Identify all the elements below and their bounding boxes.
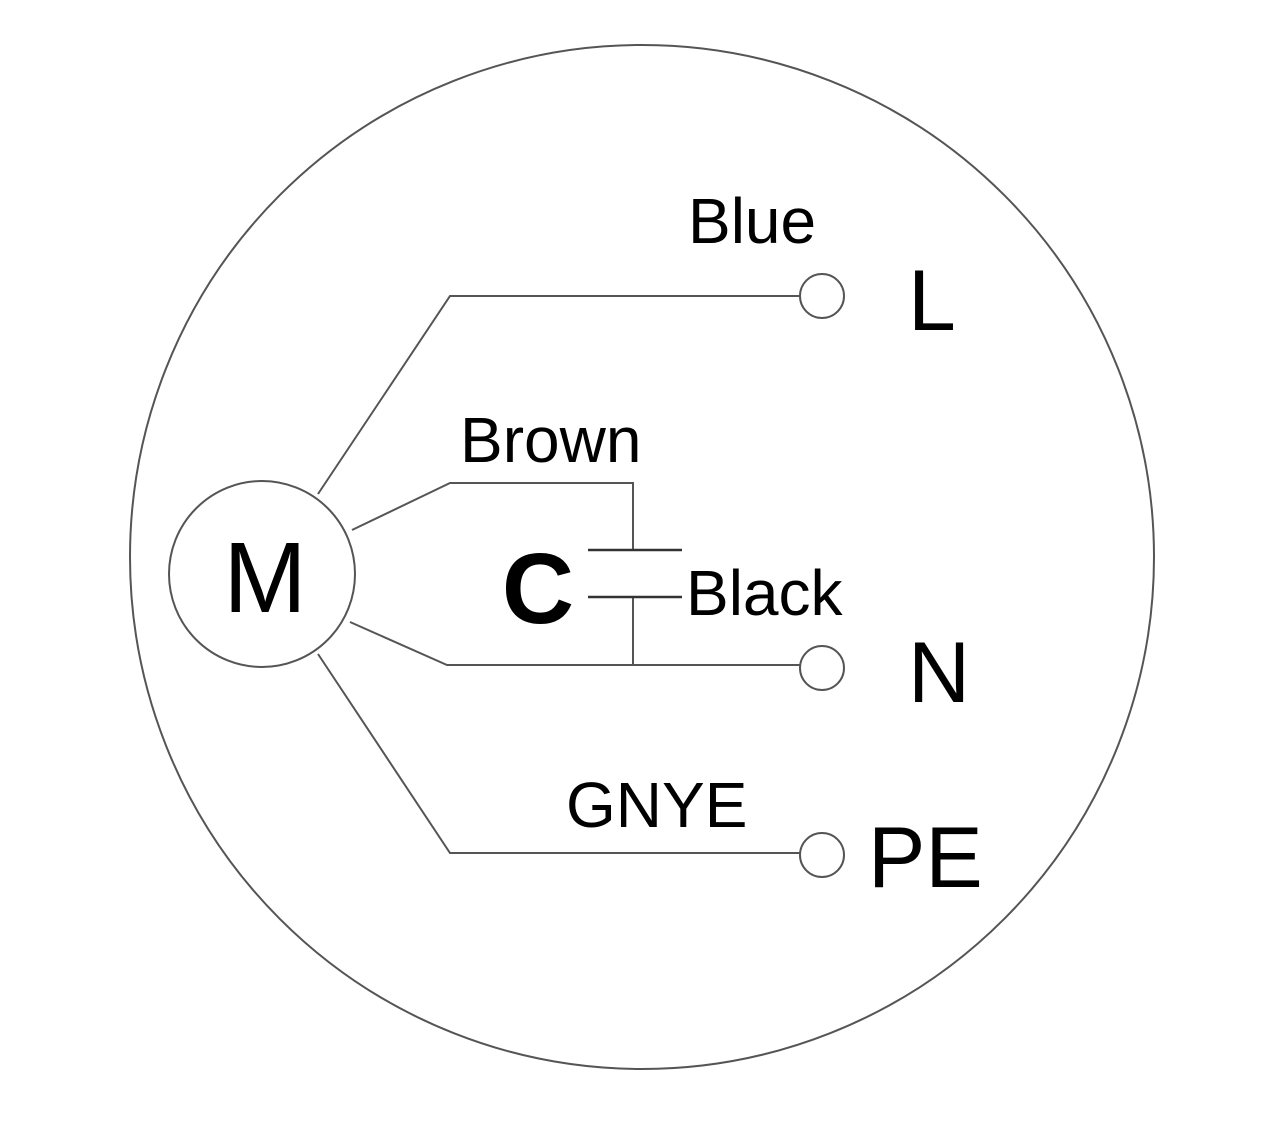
housing-outline xyxy=(129,44,1155,1070)
wire-label-blue: Blue xyxy=(688,185,816,257)
wire-label-black: Black xyxy=(686,557,844,629)
terminal-pe xyxy=(799,832,845,878)
motor-symbol xyxy=(168,480,356,668)
wire-black xyxy=(349,621,800,666)
terminal-n xyxy=(799,645,845,691)
motor-label: M xyxy=(223,522,306,634)
wire-label-gnye: GNYE xyxy=(566,769,747,841)
wire-label-brown: Brown xyxy=(460,404,641,476)
wire-brown xyxy=(351,482,634,550)
capacitor-label: C xyxy=(502,533,574,645)
terminal-label-pe: PE xyxy=(868,810,983,906)
terminal-label-l: L xyxy=(908,253,956,349)
wire-gnye xyxy=(317,653,800,854)
terminal-l xyxy=(799,273,845,319)
wire-blue xyxy=(317,295,800,495)
terminal-label-n: N xyxy=(908,625,970,721)
